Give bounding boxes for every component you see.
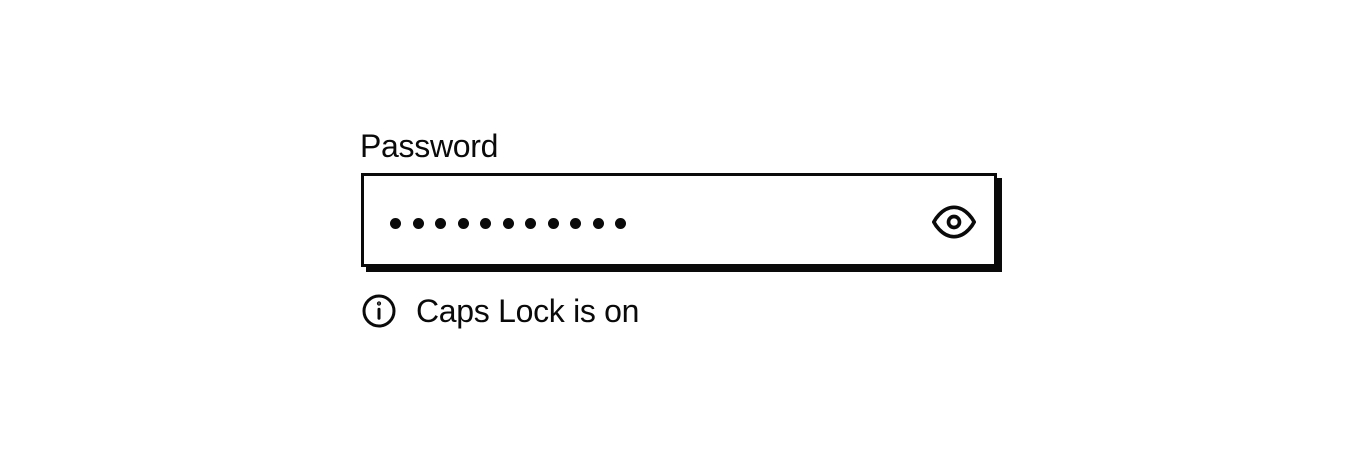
password-dot — [525, 217, 536, 229]
password-label: Password — [360, 128, 499, 164]
password-dot — [547, 217, 559, 229]
password-dot — [457, 217, 469, 229]
password-dot — [615, 217, 626, 229]
capslock-warning-text: Caps Lock is on — [416, 293, 640, 329]
password-masked-value — [390, 217, 626, 229]
password-dot — [480, 217, 491, 229]
password-dot — [502, 217, 514, 229]
password-dot — [570, 217, 581, 229]
capslock-warning: Caps Lock is on — [361, 293, 639, 329]
password-dot — [592, 217, 604, 229]
password-dot — [435, 217, 446, 229]
password-dot — [412, 217, 424, 229]
eye-icon — [932, 200, 976, 244]
toggle-password-visibility-button[interactable] — [931, 199, 977, 245]
info-icon — [361, 293, 397, 329]
password-dot — [390, 217, 401, 229]
password-input[interactable] — [361, 173, 997, 267]
